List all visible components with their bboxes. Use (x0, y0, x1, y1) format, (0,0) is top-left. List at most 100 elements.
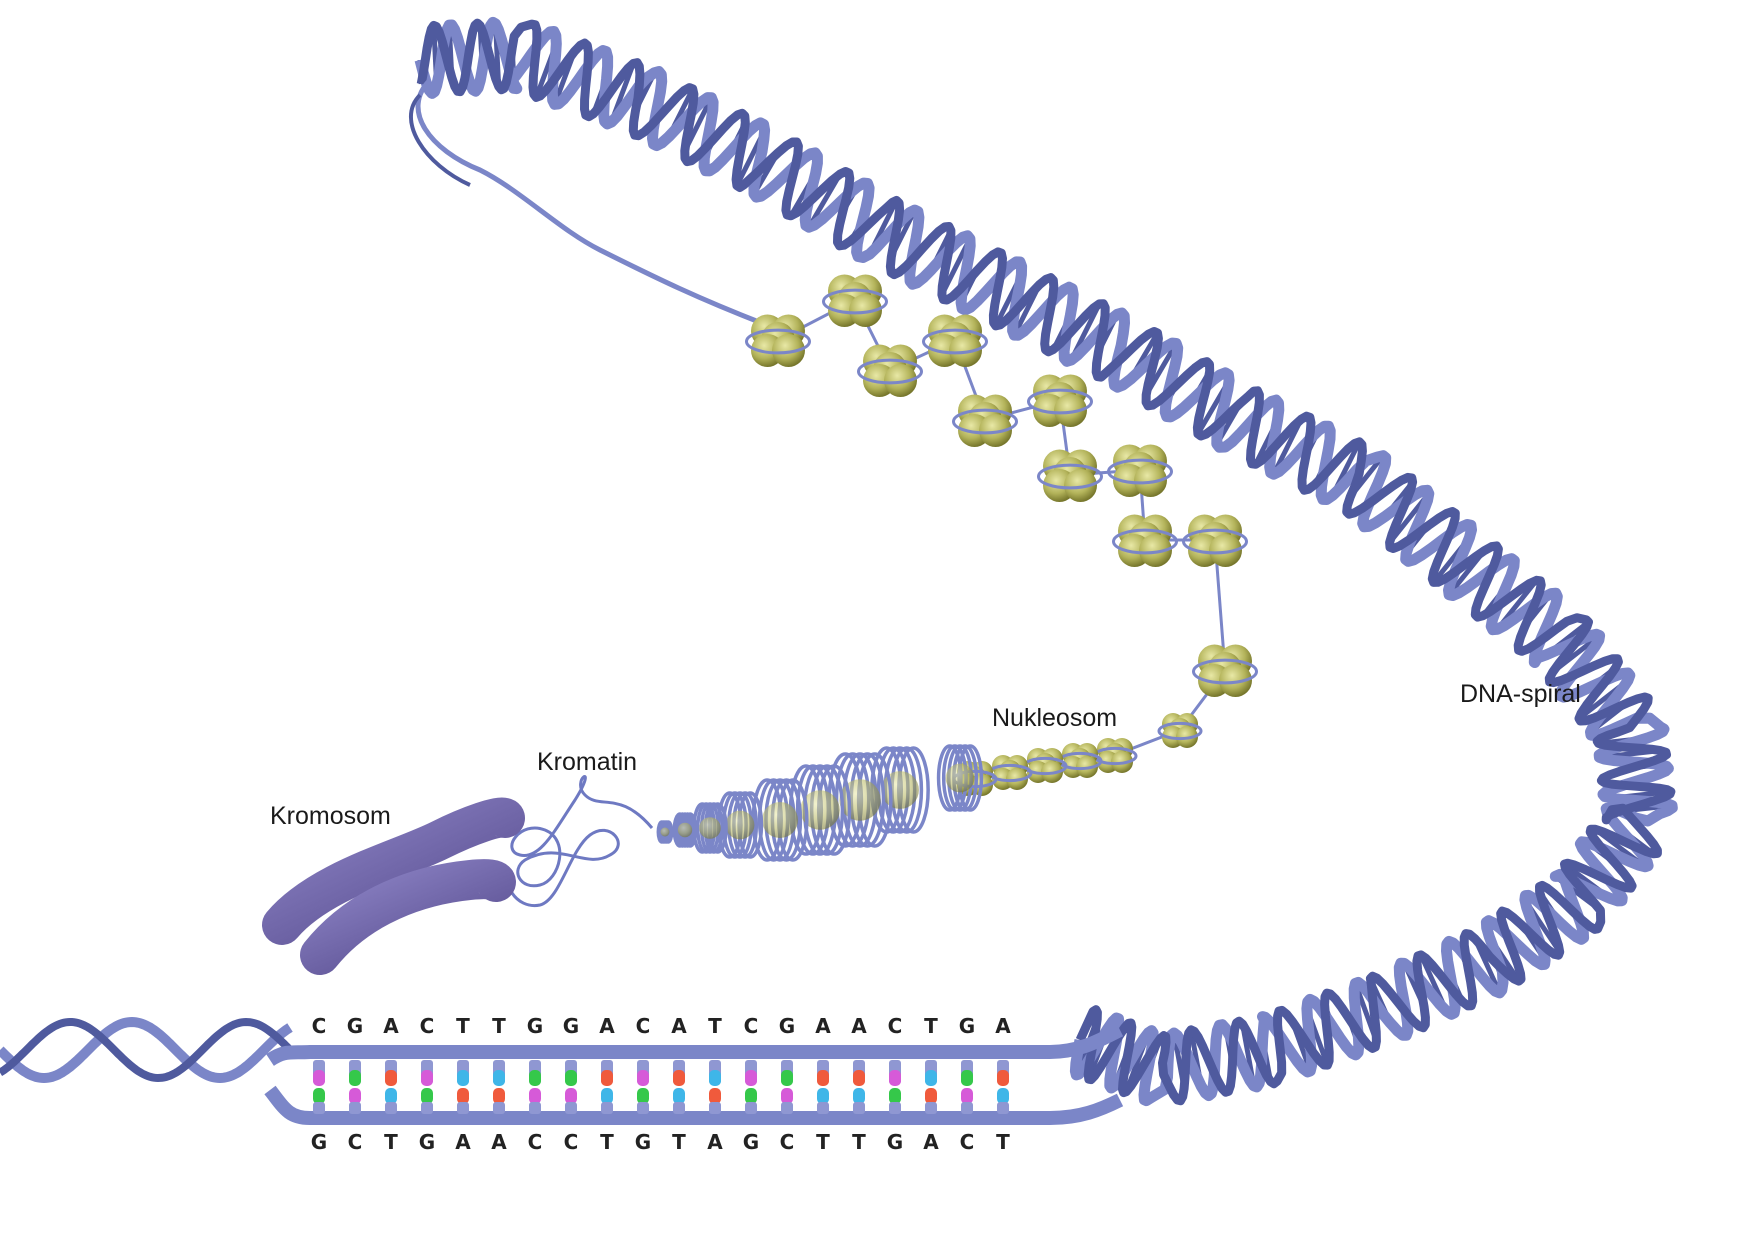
bottom-base-letter: G (418, 1130, 436, 1154)
base-stem (889, 1102, 901, 1114)
top-base-letter: T (708, 1014, 722, 1038)
base-stem (421, 1102, 433, 1114)
histone-core (677, 822, 693, 838)
linker-dna (415, 78, 781, 333)
histone-ball (1219, 664, 1252, 697)
chromatin-loop (506, 775, 654, 907)
base-stem (349, 1102, 361, 1114)
bottom-base-letter: C (779, 1130, 795, 1154)
histone-core (945, 763, 975, 793)
histone-core (800, 790, 840, 830)
base-stem (457, 1102, 469, 1114)
top-base-letter: A (383, 1014, 399, 1038)
base-stem (673, 1102, 685, 1114)
bottom-base-letter: T (600, 1130, 614, 1154)
base-top (601, 1070, 613, 1086)
nucleosome-label: Nukleosom (992, 704, 1118, 732)
base-top (637, 1070, 649, 1086)
histone-ball (1064, 469, 1097, 502)
base-top (565, 1070, 577, 1086)
bottom-base-letter: T (996, 1130, 1010, 1154)
base-stem (493, 1102, 505, 1114)
base-top (961, 1070, 973, 1086)
top-base-letter: C (311, 1014, 327, 1038)
base-bottom (565, 1088, 577, 1104)
linker-dna (408, 93, 471, 187)
histone-ball (772, 334, 805, 367)
bottom-base-letter: A (707, 1130, 723, 1154)
top-base-letter: C (887, 1014, 903, 1038)
base-bottom (997, 1088, 1009, 1104)
base-stem (997, 1102, 1009, 1114)
base-bottom (889, 1088, 901, 1104)
bottom-base-letter: C (527, 1130, 543, 1154)
wrapped-dna (1037, 463, 1103, 490)
top-base-letter: G (778, 1014, 796, 1038)
base-stem (817, 1102, 829, 1114)
histone-core (725, 810, 755, 840)
base-top (349, 1070, 361, 1086)
chromatin-coil (751, 778, 809, 862)
base-top (853, 1070, 865, 1086)
nucleosome (1112, 514, 1178, 567)
base-stem (313, 1102, 325, 1114)
top-base-letter: C (743, 1014, 759, 1038)
histone-core (881, 771, 919, 809)
base-bottom (349, 1088, 361, 1104)
chromatin-coil (936, 744, 984, 812)
top-base-letter: T (456, 1014, 470, 1038)
top-base-letter: G (958, 1014, 976, 1038)
top-base-letter: T (924, 1014, 938, 1038)
backbone-strand-b (416, 18, 1676, 1106)
base-top (529, 1070, 541, 1086)
thin-dna-strand (408, 78, 781, 333)
backbone-strand-a (414, 16, 1678, 1107)
top-base-letter: G (562, 1014, 580, 1038)
wrapped-dna (745, 328, 811, 355)
unwound-dna-ladder (0, 1016, 1124, 1125)
base-top (313, 1070, 325, 1086)
wrapped-dna (1112, 528, 1178, 555)
base-bottom (637, 1088, 649, 1104)
base-stem (529, 1102, 541, 1114)
base-stem (601, 1102, 613, 1114)
histone-ball (1134, 464, 1167, 497)
nucleosome (1057, 743, 1103, 778)
dna-spiral-helix (414, 16, 1678, 1107)
bottom-base-letter: T (852, 1130, 866, 1154)
nucleosome (1107, 444, 1173, 497)
top-base-letter: C (635, 1014, 651, 1038)
base-bottom (817, 1088, 829, 1104)
chromatin-coil (656, 820, 674, 844)
base-top (745, 1070, 757, 1086)
bottom-base-letter: C (563, 1130, 579, 1154)
wrapped-dna (952, 408, 1018, 435)
base-bottom (961, 1088, 973, 1104)
base-top (925, 1070, 937, 1086)
base-bottom (601, 1088, 613, 1104)
bottom-base-letter: G (742, 1130, 760, 1154)
bottom-base-letter: A (491, 1130, 507, 1154)
nucleosome (1182, 514, 1248, 567)
nucleosome (1022, 748, 1068, 783)
base-stem (745, 1102, 757, 1114)
base-bottom (385, 1088, 397, 1104)
bottom-base-letter: T (816, 1130, 830, 1154)
base-top (889, 1070, 901, 1086)
wrapped-dna (857, 358, 923, 385)
nucleosome (1092, 738, 1138, 773)
top-base-letter: C (419, 1014, 435, 1038)
chromatin-coil (788, 764, 852, 856)
nucleosome (952, 394, 1018, 447)
base-stem (961, 1102, 973, 1114)
histone-ball (979, 414, 1012, 447)
base-bottom (925, 1088, 937, 1104)
histone-core (762, 802, 798, 838)
chromatin-fiber (656, 744, 984, 862)
wrapped-dna (1192, 658, 1258, 685)
wrapped-dna (1107, 458, 1173, 485)
bottom-base-letter: G (310, 1130, 328, 1154)
wrapped-dna (922, 328, 988, 355)
base-bottom (853, 1088, 865, 1104)
